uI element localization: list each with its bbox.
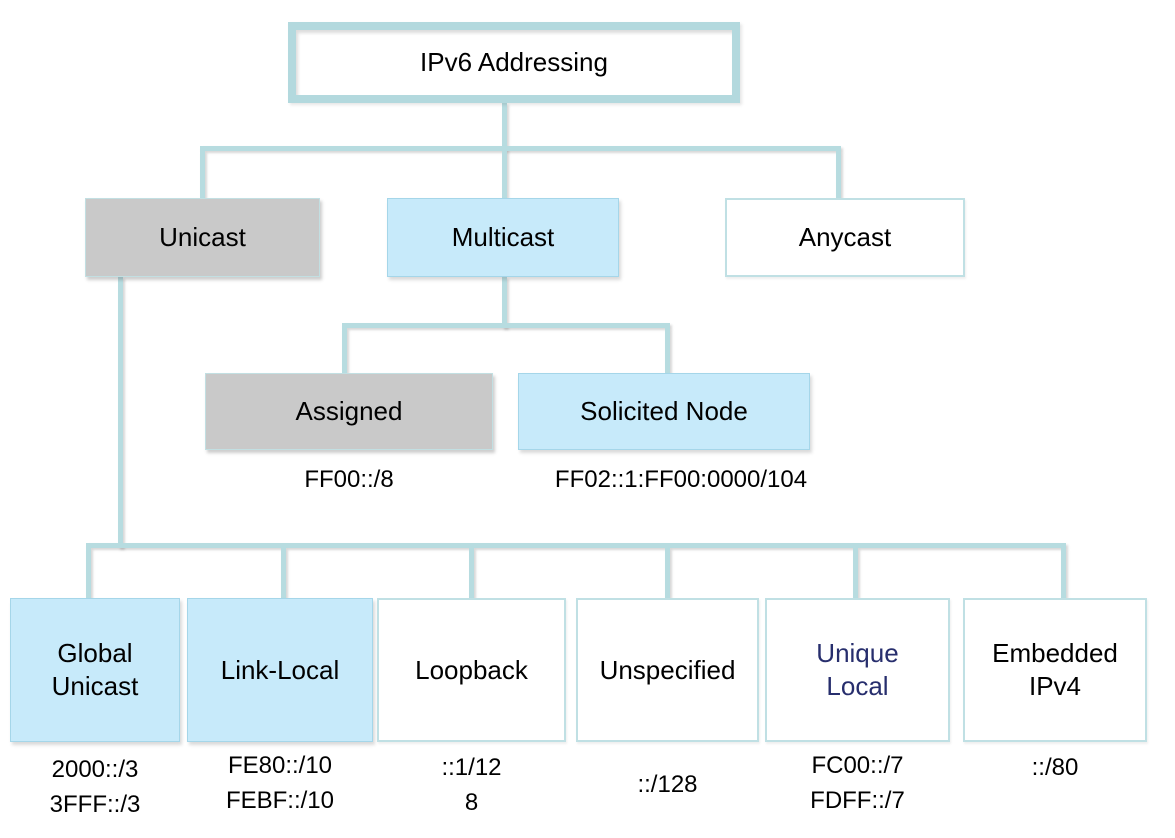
connector-drop-embedded-ipv4: [1061, 548, 1066, 598]
node-embedded-ipv4-label: Embedded IPv4: [992, 638, 1118, 701]
connector-drop-unique-local: [853, 548, 858, 598]
prefix-embedded-ipv4-line-1: ::/80: [1031, 754, 1079, 781]
prefix-unique-local-line-1: FC00::/7: [811, 752, 904, 779]
node-assigned: Assigned: [205, 373, 493, 450]
prefix-global-unicast: 2000::/3 3FFF::/3: [10, 752, 180, 822]
node-global-unicast-label: Global Unicast: [51, 638, 139, 701]
connector-drop-unspecified: [665, 548, 670, 598]
prefix-link-local: FE80::/10 FEBF::/10: [187, 748, 373, 818]
node-unspecified: Unspecified: [576, 598, 759, 742]
connector-drop-anycast: [836, 151, 841, 198]
connector-unicast-stem: [118, 277, 123, 548]
node-unspecified-label: Unspecified: [599, 654, 736, 685]
node-link-local-label: Link-Local: [220, 654, 340, 685]
node-unicast: Unicast: [85, 198, 320, 277]
node-unicast-label: Unicast: [159, 222, 246, 252]
prefix-solicited-node: FF02::1:FF00:0000/104: [554, 466, 808, 493]
node-multicast-label: Multicast: [451, 222, 555, 252]
prefix-assigned: FF00::/8: [304, 466, 394, 493]
node-ipv6-addressing: IPv6 Addressing: [288, 22, 740, 103]
connector-root-bar: [200, 146, 841, 151]
connector-multicast-stem: [502, 277, 507, 328]
prefix-global-unicast-line-2: 3FFF::/3: [49, 791, 141, 818]
connector-drop-link-local: [281, 548, 286, 598]
node-multicast: Multicast: [387, 198, 619, 277]
connector-drop-solicited-node: [665, 328, 670, 373]
prefix-global-unicast-line-1: 2000::/3: [51, 756, 139, 783]
prefix-unspecified: ::/128: [576, 767, 759, 802]
prefix-link-local-line-2: FEBF::/10: [225, 787, 335, 814]
connector-drop-global-unicast: [86, 548, 91, 598]
prefix-embedded-ipv4: ::/80: [963, 750, 1147, 785]
prefix-loopback-line-1: ::1/12: [441, 754, 502, 781]
node-unique-local: Unique Local: [765, 598, 950, 742]
node-unique-local-label: Unique Local: [816, 638, 899, 701]
connector-drop-multicast: [502, 151, 507, 198]
prefix-loopback: ::1/12 8: [377, 750, 566, 820]
prefix-link-local-line-1: FE80::/10: [227, 752, 333, 779]
node-anycast: Anycast: [725, 198, 965, 277]
node-ipv6-addressing-label: IPv6 Addressing: [420, 47, 608, 77]
node-embedded-ipv4: Embedded IPv4: [963, 598, 1147, 742]
node-loopback-label: Loopback: [415, 654, 528, 685]
connector-unicast-bar: [86, 543, 1066, 548]
connector-drop-loopback: [469, 548, 474, 598]
prefix-unique-local-line-2: FDFF::/7: [810, 787, 905, 814]
node-assigned-label: Assigned: [295, 396, 403, 426]
connector-multicast-bar: [342, 323, 670, 328]
prefix-unique-local: FC00::/7 FDFF::/7: [765, 748, 950, 818]
node-link-local: Link-Local: [187, 598, 373, 742]
node-solicited-node: Solicited Node: [518, 373, 810, 450]
node-global-unicast: Global Unicast: [10, 598, 180, 742]
connector-drop-assigned: [342, 328, 347, 373]
connector-root-stem: [502, 103, 507, 151]
node-anycast-label: Anycast: [798, 222, 892, 252]
prefix-loopback-line-2: 8: [464, 789, 479, 816]
connector-drop-unicast: [200, 151, 205, 198]
node-solicited-node-label: Solicited Node: [580, 396, 748, 426]
prefix-unspecified-line-1: ::/128: [637, 771, 698, 798]
node-loopback: Loopback: [377, 598, 566, 742]
